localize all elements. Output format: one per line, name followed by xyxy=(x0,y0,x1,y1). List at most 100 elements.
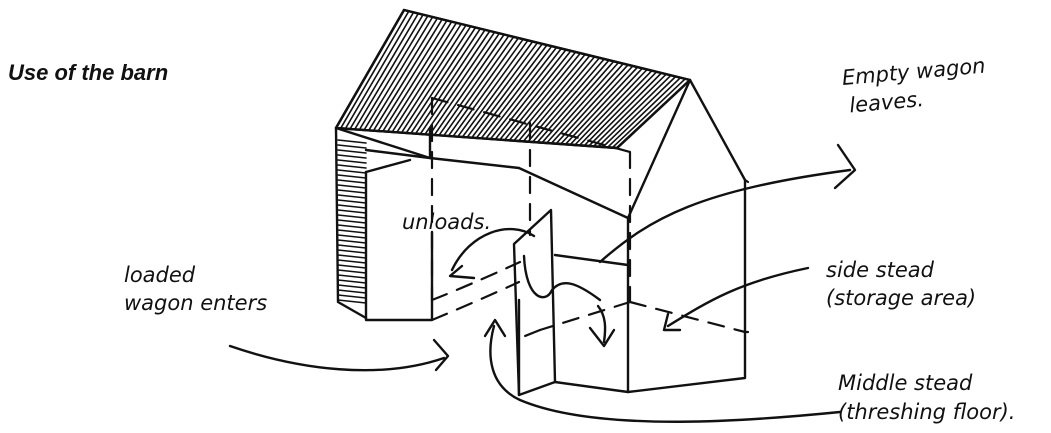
arrow-middle-stead xyxy=(483,318,842,423)
roof-hatch-line xyxy=(372,18,443,132)
lean-to-siding-line xyxy=(337,274,367,279)
roof-hatch-line xyxy=(550,62,625,145)
roof-hatch-line xyxy=(344,11,415,130)
lean-to-siding-line xyxy=(337,149,367,154)
barn-lean-to xyxy=(334,126,432,320)
roof-hatch-line xyxy=(447,37,520,137)
roof-hatch-line xyxy=(349,12,420,130)
roof-hatch-line xyxy=(485,46,558,140)
roof-hatch-line xyxy=(339,10,410,130)
lean-to-siding-line xyxy=(337,259,367,264)
lean-to-siding-line xyxy=(337,144,367,149)
roof-hatch-line xyxy=(452,38,524,138)
roof-hatch-line xyxy=(541,60,615,144)
lean-to-siding-line xyxy=(337,164,367,169)
lean-to-siding-line xyxy=(337,244,367,249)
roof-hatch-line xyxy=(588,72,663,147)
barn-front-bottom xyxy=(517,298,630,397)
roof-hatch-line xyxy=(419,30,491,135)
lean-to-siding-line xyxy=(337,289,367,294)
roof-hatch-line xyxy=(433,33,505,136)
roof-hatch-line xyxy=(471,43,544,139)
roof-hatch-line xyxy=(442,36,515,137)
arrow-unloads-left xyxy=(448,227,536,280)
roof-hatch-line xyxy=(503,51,577,141)
lean-to-siding-line xyxy=(337,299,367,304)
roof-hatch-line xyxy=(545,61,620,144)
roof-hatch-line xyxy=(386,22,458,133)
roof-hatch-line xyxy=(466,41,539,139)
roof-hatch-line xyxy=(569,67,644,146)
diagram-title: Use of the barn xyxy=(8,60,169,85)
lean-to-siding-line xyxy=(337,169,367,174)
roof-hatch-line xyxy=(611,78,687,149)
lean-to-siding-line xyxy=(337,219,367,224)
roof-hatch-line xyxy=(522,55,596,143)
barn-door-left xyxy=(364,158,434,322)
roof-hatch-line xyxy=(583,71,658,147)
roof-hatch-line xyxy=(396,24,467,134)
roof-hatch-line xyxy=(410,27,482,135)
interior-dashed-lines xyxy=(430,96,750,340)
lean-to-siding-line xyxy=(337,224,367,229)
lean-to-siding-line xyxy=(337,279,367,284)
roof-hatch-line xyxy=(574,68,648,146)
lean-to-siding-line xyxy=(337,159,367,164)
roof-hatch-line xyxy=(592,73,667,148)
roof-hatch-line xyxy=(578,69,653,147)
roof-hatch-line xyxy=(513,53,586,142)
roof-hatch-line xyxy=(428,32,501,136)
lean-to-siding-line xyxy=(337,154,367,159)
roof-hatch-line xyxy=(353,13,424,131)
roof-hatch-line xyxy=(367,17,439,132)
lean-to-siding-line xyxy=(337,209,367,214)
label-empty-wagon: Empty wagon leaves. xyxy=(841,53,996,118)
arrow-loaded-wagon-enters xyxy=(228,338,450,372)
arrow-unloads-center xyxy=(522,254,616,348)
label-side-stead: side stead (storage area) xyxy=(826,258,976,310)
barn-gable-wall xyxy=(626,78,747,394)
roof-hatch-line xyxy=(414,29,486,135)
label-loaded-wagon-line2: wagon enters xyxy=(124,291,267,315)
roof-hatch-line xyxy=(405,26,477,134)
lean-to-siding-line xyxy=(337,229,367,234)
arrow-empty-wagon-leaves xyxy=(598,143,857,264)
label-empty-wagon-line2: leaves. xyxy=(848,87,924,117)
lean-to-siding-line xyxy=(337,189,367,194)
roof-hatch-line xyxy=(391,23,463,133)
label-middle-stead-line2: (threshing floor). xyxy=(838,400,1015,424)
lean-to-siding-line xyxy=(337,264,367,269)
roof-hatch-line xyxy=(358,15,429,131)
lean-to-siding-line xyxy=(337,284,367,289)
roof-hatch-line xyxy=(424,31,496,136)
roof-hatch-line xyxy=(489,47,563,140)
roof-hatch-line xyxy=(475,44,548,139)
roof-hatch-line xyxy=(559,65,634,145)
roof-hatch-line xyxy=(461,40,534,138)
label-middle-stead: Middle stead (threshing floor). xyxy=(838,371,1015,424)
roof-hatch-line xyxy=(382,20,453,133)
lean-to-siding-line xyxy=(337,214,367,219)
roof-hatch-line xyxy=(400,25,472,134)
roof-hatch-line xyxy=(564,66,639,146)
roof-hatch-line xyxy=(606,76,682,149)
label-side-stead-line2: (storage area) xyxy=(826,286,976,310)
arrow-side-stead xyxy=(662,266,810,332)
lean-to-siding-line xyxy=(337,179,367,184)
label-loaded-wagon: loaded wagon enters xyxy=(124,263,267,315)
lean-to-siding-line xyxy=(337,234,367,239)
barn-roof xyxy=(334,8,692,150)
lean-to-siding-line xyxy=(337,239,367,244)
roof-hatch-line xyxy=(363,16,434,131)
roof-hatch-line xyxy=(602,75,677,148)
lean-to-siding-line xyxy=(337,184,367,189)
barn-front-wall xyxy=(428,126,630,267)
label-side-stead-line1: side stead xyxy=(826,258,935,282)
roof-hatch-line xyxy=(597,74,672,148)
lean-to-siding-line xyxy=(337,194,367,199)
lean-to-siding-line xyxy=(337,204,367,209)
roof-hatch-line xyxy=(456,39,529,138)
roof-hatch-line xyxy=(494,48,567,141)
roof-hatch-line xyxy=(438,34,510,137)
